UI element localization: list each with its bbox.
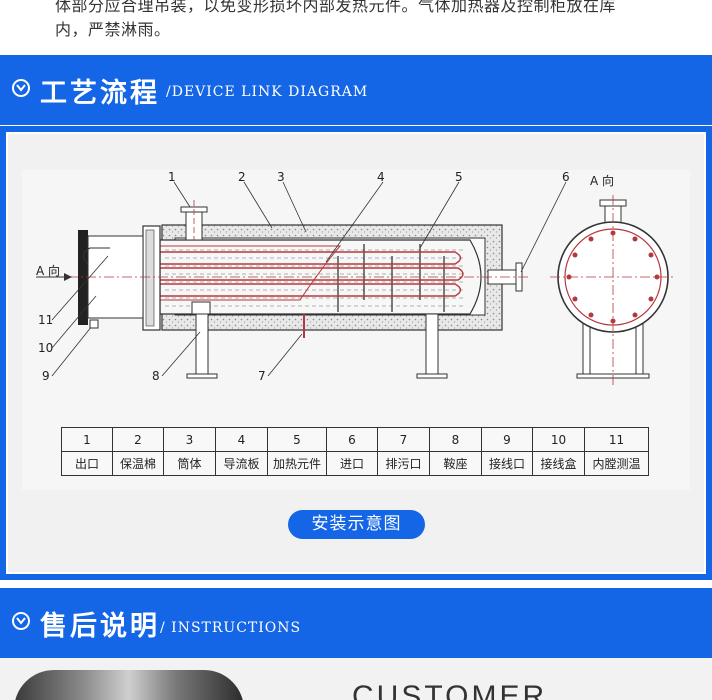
customer-service-photo <box>14 670 244 700</box>
parts-name-cell: 筒体 <box>163 451 216 476</box>
section-title: 售后说明 <box>40 611 160 642</box>
callout-4: 4 <box>377 170 385 184</box>
callout-3: 3 <box>277 170 285 184</box>
callout-11: 11 <box>38 313 54 327</box>
parts-name-cell: 鞍座 <box>429 451 482 476</box>
leader-lines <box>51 181 567 377</box>
section-title: 工艺流程 <box>40 78 160 109</box>
intro-text: 体部分应合理吊装，以免变形损坏内部发热元件。气体加热器及控制柜放在库 内，严禁淋… <box>55 0 695 42</box>
callout-7: 7 <box>258 369 266 383</box>
parts-number-cell: 4 <box>215 427 268 452</box>
parts-name-cell: 进口 <box>326 451 378 476</box>
callout-2: 2 <box>238 170 246 184</box>
parts-number-cell: 1 <box>61 427 113 452</box>
flanges <box>78 225 161 331</box>
parts-number-cell: 3 <box>163 427 216 452</box>
callout-5: 5 <box>455 170 463 184</box>
parts-name-cell: 导流板 <box>215 451 268 476</box>
parts-name-cell: 保温棉 <box>112 451 164 476</box>
parts-name-cell: 加热元件 <box>267 451 327 476</box>
callout-1: 1 <box>168 170 176 184</box>
end-view <box>550 195 676 388</box>
callout-6: 6 <box>562 170 570 184</box>
heating-elements <box>110 245 464 301</box>
parts-number-cell: 7 <box>377 427 430 452</box>
junction-port <box>191 301 211 315</box>
parts-row-names: 出口保温棉筒体导流板加热元件进口排污口鞍座接线口接线盒内膛测温 <box>61 451 649 476</box>
parts-number-cell: 5 <box>267 427 327 452</box>
diagram-caption: 安装示意图 <box>288 510 425 539</box>
parts-number-cell: 2 <box>112 427 164 452</box>
callout-10: 10 <box>38 341 54 355</box>
section-banner-process: 工艺流程 /DEVICE LINK DIAGRAM <box>0 55 712 125</box>
parts-number-cell: 8 <box>429 427 482 452</box>
callout-8: 8 <box>152 369 160 383</box>
parts-name-cell: 接线口 <box>481 451 533 476</box>
callout-9: 9 <box>42 369 50 383</box>
view-label: A 向 <box>590 174 615 188</box>
section-banner-instructions: 售后说明 / INSTRUCTIONS <box>0 588 712 658</box>
parts-number-cell: 10 <box>532 427 585 452</box>
parts-name-cell: 接线盒 <box>532 451 585 476</box>
customer-section: CUSTOMER <box>0 658 712 700</box>
parts-number-cell: 11 <box>584 427 649 452</box>
section-subtitle: / INSTRUCTIONS <box>160 620 302 636</box>
customer-heading: CUSTOMER <box>352 680 548 700</box>
parts-name-cell: 排污口 <box>377 451 430 476</box>
view-arrow <box>36 273 72 281</box>
parts-name-cell: 内膛测温 <box>584 451 649 476</box>
intro-line-1: 体部分应合理吊装，以免变形损坏内部发热元件。气体加热器及控制柜放在库 <box>55 0 617 15</box>
side-arrow-label: A 向 <box>36 264 61 278</box>
intro-line-2: 内，严禁淋雨。 <box>55 20 171 39</box>
parts-name-cell: 出口 <box>61 451 113 476</box>
parts-number-cell: 9 <box>481 427 533 452</box>
parts-number-cell: 6 <box>326 427 378 452</box>
section-subtitle: /DEVICE LINK DIAGRAM <box>166 84 369 100</box>
chevron-circle-down-icon <box>12 79 30 97</box>
saddles <box>186 313 448 379</box>
flow-lines <box>165 249 465 307</box>
chevron-circle-down-icon <box>12 612 30 630</box>
